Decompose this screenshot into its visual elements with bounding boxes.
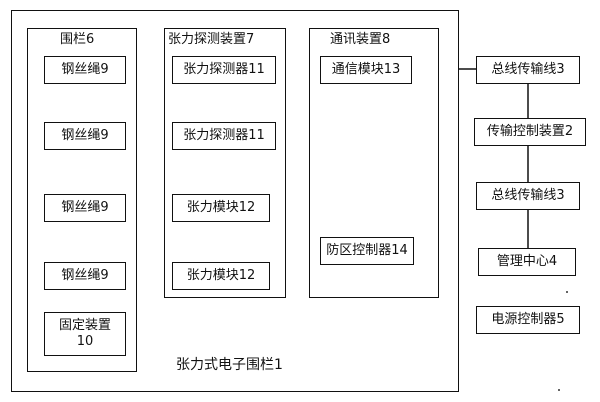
- communication-title: 通讯装置8: [330, 32, 391, 47]
- management-center-node: 管理中心4: [478, 248, 576, 276]
- fixture-label-line1: 固定装置: [58, 318, 111, 333]
- tension-detector-node: 张力探测器11: [172, 56, 276, 84]
- fixture-node: 固定装置 10: [44, 312, 126, 356]
- tension-detector-node: 张力探测器11: [172, 122, 276, 150]
- tension-module-node: 张力模块12: [172, 194, 270, 222]
- bus-line-node: 总线传输线3: [476, 56, 580, 84]
- tension-detection-title: 张力探测装置7: [168, 32, 255, 47]
- tension-module-node: 张力模块12: [172, 262, 270, 290]
- wire-rope-node: 钢丝绳9: [44, 56, 126, 84]
- fence-title: 围栏6: [60, 32, 95, 47]
- transfer-controller-node: 传输控制装置2: [474, 118, 586, 146]
- wire-rope-node: 钢丝绳9: [44, 122, 126, 150]
- tension-fence-system-label: 张力式电子围栏1: [176, 357, 283, 373]
- comm-module-node: 通信模块13: [320, 56, 412, 84]
- wire-rope-node: 钢丝绳9: [44, 262, 126, 290]
- fixture-label-line2: 10: [76, 334, 94, 349]
- scan-speck: [558, 389, 560, 391]
- bus-line-node: 总线传输线3: [476, 182, 580, 210]
- zone-controller-node: 防区控制器14: [320, 237, 414, 265]
- power-controller-node: 电源控制器5: [476, 306, 580, 334]
- scan-speck: [566, 291, 568, 293]
- wire-rope-node: 钢丝绳9: [44, 194, 126, 222]
